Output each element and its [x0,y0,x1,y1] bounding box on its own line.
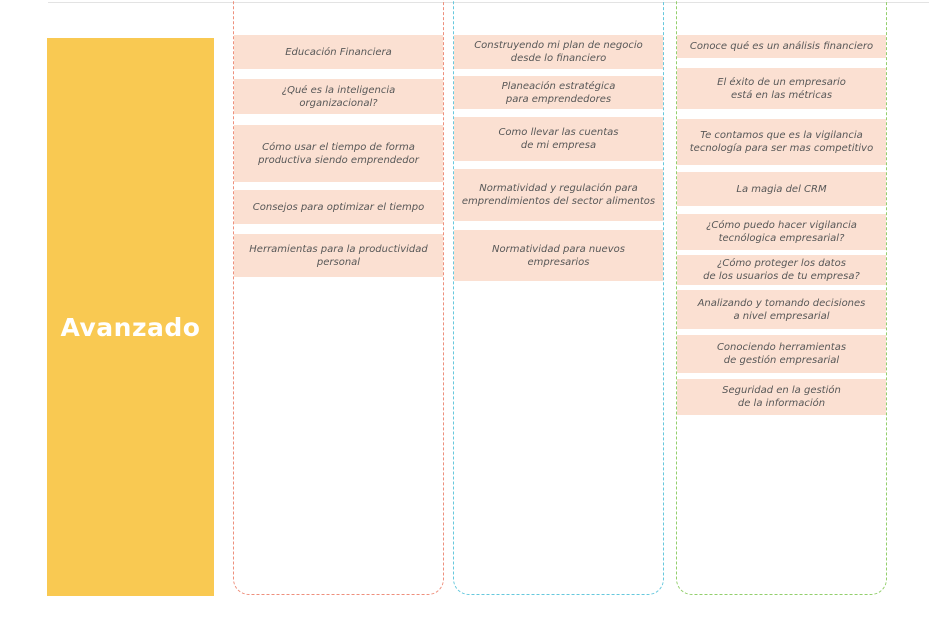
top-divider [48,2,929,3]
course-card[interactable]: Herramientas para la productividad perso… [234,234,443,277]
course-card[interactable]: Planeación estratégica para emprendedore… [454,76,663,109]
level-block-advanced: Avanzado [47,38,214,596]
course-card[interactable]: Conoce qué es un análisis financiero [677,35,886,58]
course-card[interactable]: La magia del CRM [677,172,886,206]
course-card[interactable]: ¿Qué es la inteligencia organizacional? [234,79,443,114]
level-title: Avanzado [60,313,201,342]
course-column-3: Conoce qué es un análisis financiero El … [676,0,887,595]
course-card[interactable]: Normatividad para nuevos empresarios [454,230,663,281]
course-card[interactable]: ¿Cómo proteger los datos de los usuarios… [677,255,886,285]
course-card[interactable]: Analizando y tomando decisiones a nivel … [677,290,886,329]
course-column-1: Educación Financiera ¿Qué es la intelige… [233,0,444,595]
course-card[interactable]: Conociendo herramientas de gestión empre… [677,335,886,373]
course-card[interactable]: Consejos para optimizar el tiempo [234,190,443,224]
course-card[interactable]: Seguridad en la gestión de la informació… [677,379,886,415]
course-card[interactable]: Cómo usar el tiempo de forma productiva … [234,125,443,182]
course-card[interactable]: Normatividad y regulación para emprendim… [454,169,663,221]
course-card[interactable]: ¿Cómo puedo hacer vigilancia tecnólogica… [677,214,886,250]
course-card[interactable]: Educación Financiera [234,35,443,69]
course-card[interactable]: Te contamos que es la vigilancia tecnolo… [677,119,886,165]
course-column-2: Construyendo mi plan de negocio desde lo… [453,0,664,595]
course-card[interactable]: El éxito de un empresario está en las mé… [677,68,886,109]
course-card[interactable]: Construyendo mi plan de negocio desde lo… [454,35,663,69]
course-card[interactable]: Como llevar las cuentas de mi empresa [454,117,663,161]
